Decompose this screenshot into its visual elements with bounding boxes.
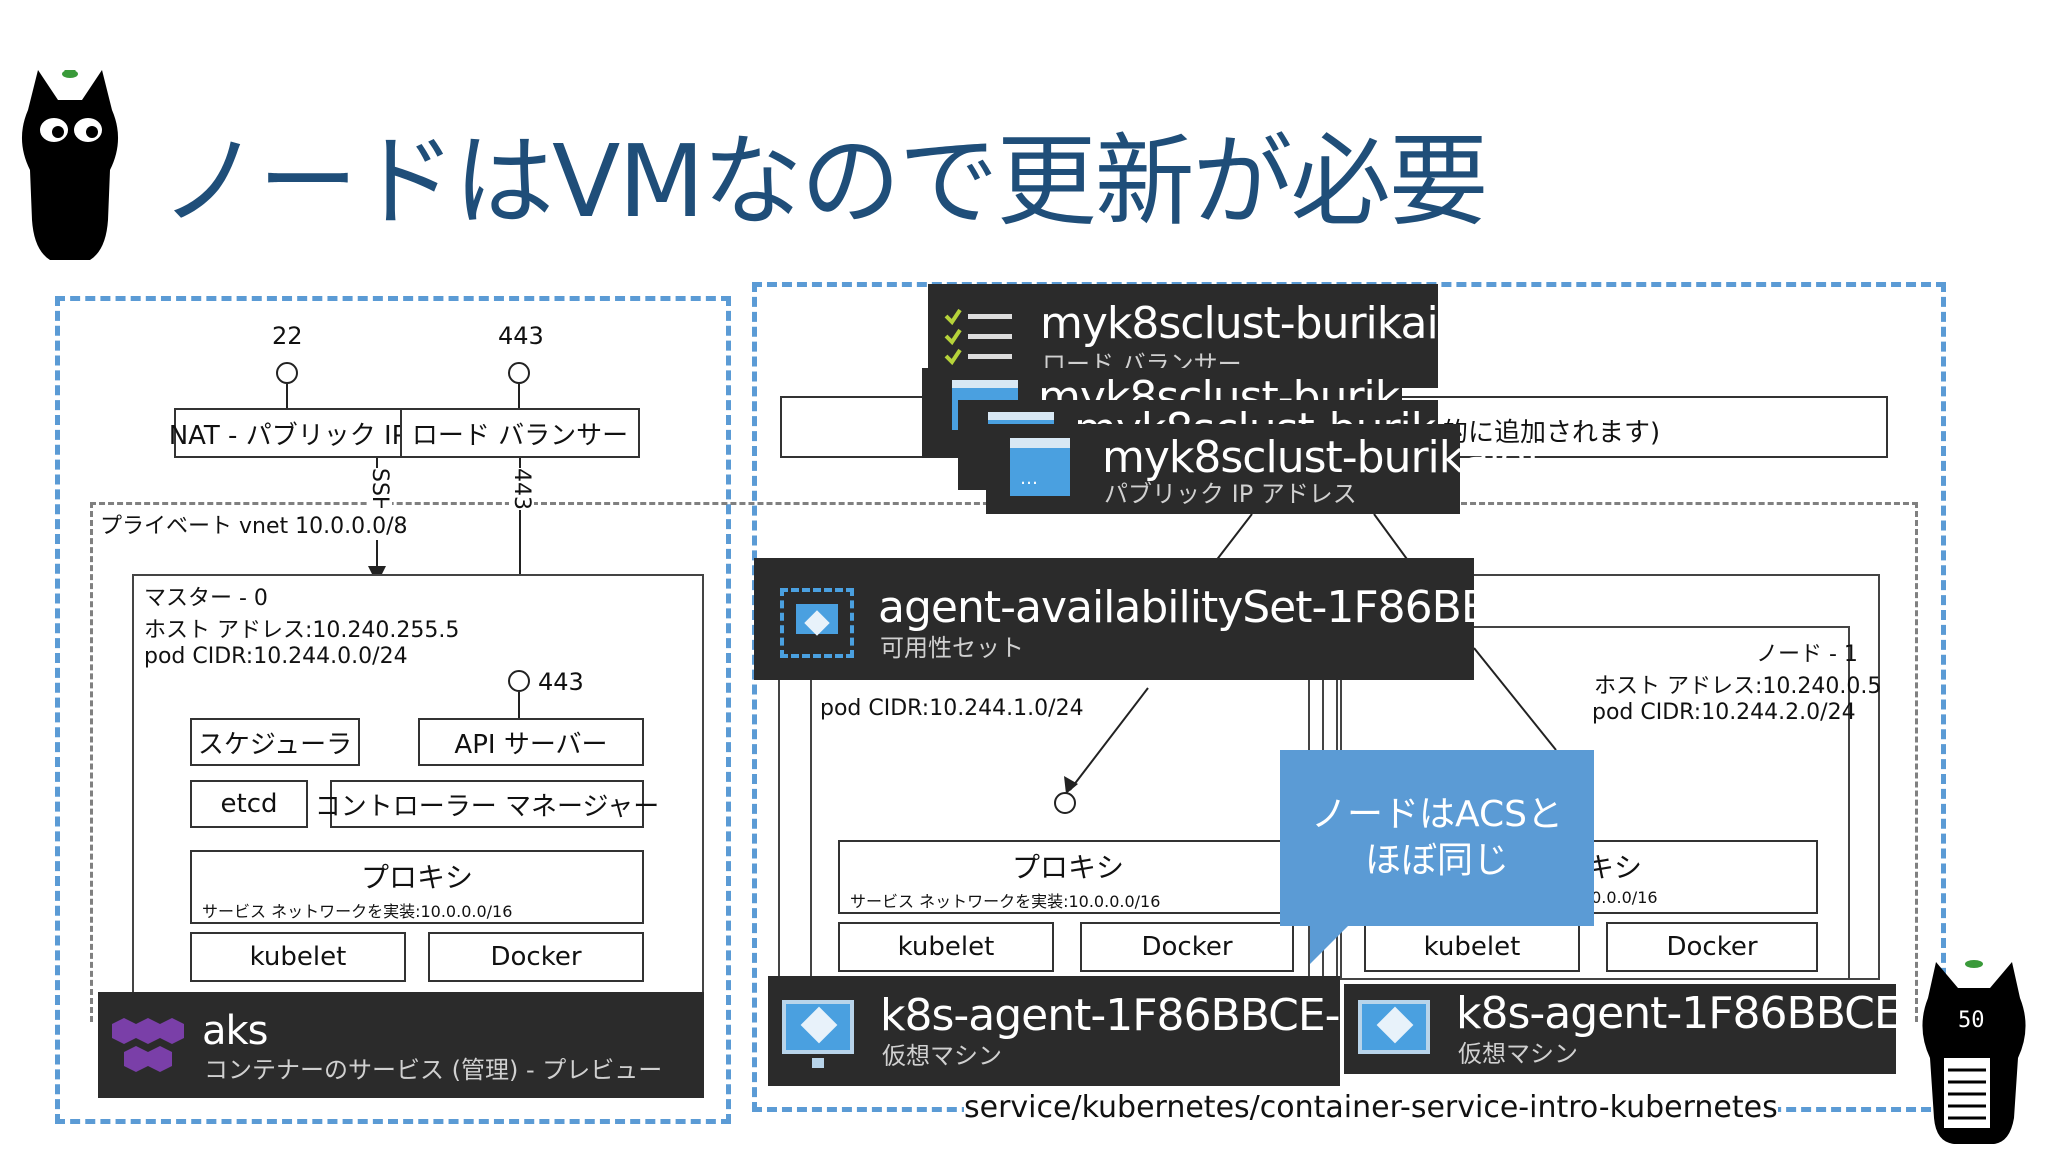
avset-to-node0-proxy — [1069, 687, 1149, 791]
node0-proxy-label: プロキシ — [1011, 851, 1124, 884]
port-22-stem — [286, 384, 288, 410]
overlay-agent-1: k8s-agent-1F86BBCE-1 仮想マシン — [1344, 984, 1944, 1074]
node0-proxy-sub: サービス ネットワークを実装:10.0.0.0/16 — [850, 892, 1161, 911]
cat-mascot-top — [10, 66, 130, 270]
node1-kubelet-box: kubelet — [1364, 922, 1580, 972]
overlay-pip-c-type: パブリック IP アドレス — [1104, 480, 1357, 508]
lb-to-avset-left — [1211, 513, 1253, 567]
port-443-stem — [518, 384, 520, 410]
overlay-public-ip-c: … myk8sclust-burikaigi- パブリック IP アドレス — [986, 424, 1554, 514]
page-number: 50 — [1958, 1008, 1985, 1033]
api-server-box: API サーバー — [418, 718, 644, 766]
overlay-avset-type: 可用性セット — [880, 634, 1024, 662]
scheduler-box: スケジューラ — [190, 718, 360, 766]
overlay-lb-name: myk8sclust-burikaigi- — [1040, 298, 1492, 349]
node1-pod-cidr: pod CIDR:10.244.2.0/24 — [1592, 700, 1856, 725]
port-443-label: 443 — [498, 322, 544, 350]
cat-mascot-bottom: 50 — [1914, 958, 2034, 1148]
master-pod-cidr: pod CIDR:10.244.0.0/24 — [144, 644, 408, 669]
master-name: マスター - 0 — [144, 586, 268, 611]
vm-icon-1 — [1358, 1000, 1430, 1054]
overlay-avset-name: agent-availabilitySet-1F86BBCE — [878, 582, 1547, 633]
lb-to-avset-right — [1373, 513, 1413, 567]
master-443-label: 443 — [538, 668, 584, 696]
master-proxy-label: プロキシ — [360, 861, 473, 894]
added-info-text: 的に追加されます) — [1442, 418, 1661, 448]
overlay-agent0-type: 仮想マシン — [882, 1042, 1002, 1070]
master-443-stem — [518, 692, 520, 720]
overlay-agent1-type: 仮想マシン — [1458, 1040, 1578, 1068]
node0-kubelet-box: kubelet — [838, 922, 1054, 972]
overlay-agent1-name: k8s-agent-1F86BBCE-1 — [1456, 988, 1944, 1039]
speech-callout: ノードはACSと ほぼ同じ — [1280, 750, 1594, 926]
port-22-circle — [276, 362, 298, 384]
footer-url-text: service/kubernetes/container-service-int… — [964, 1090, 1778, 1125]
https-arrow-line — [519, 458, 521, 648]
overlay-aks: aks コンテナーのサービス (管理) - プレビュー — [98, 992, 704, 1098]
callout-line-1: ノードはACSと — [1311, 794, 1563, 835]
avset-to-node1-proxy — [1473, 647, 1557, 751]
node1-proxy-sub: .0.0.0/16 — [1586, 888, 1658, 907]
callout-tail — [1310, 924, 1350, 964]
node0-docker-box: Docker — [1080, 922, 1294, 972]
port-443-circle — [508, 362, 530, 384]
master-docker-box: Docker — [428, 932, 644, 982]
overlay-aks-name: aks — [202, 1008, 269, 1054]
left-cluster-frame — [55, 296, 731, 1124]
node1-host-address: ホスト アドレス:10.240.0.5 — [1594, 674, 1882, 699]
checklist-icon — [944, 308, 1014, 374]
nat-public-ip-box: NAT - パブリック IP — [169, 408, 407, 458]
overlay-availability-set: agent-availabilitySet-1F86BBCE 可用性セット — [754, 558, 1547, 680]
master-proxy-box: プロキシ サービス ネットワークを実装:10.0.0.0/16 — [190, 850, 644, 924]
page-title: ノードはVMなので更新が必要 — [160, 123, 1489, 240]
node1-proxy-label: キシ — [1586, 851, 1643, 884]
etcd-box: etcd — [190, 780, 308, 828]
port-22-label: 22 — [272, 322, 303, 350]
avset-to-node0-arrowhead — [1064, 776, 1078, 794]
overlay-agent0-name: k8s-agent-1F86BBCE-0 — [880, 990, 1368, 1041]
node0-proxy-box: プロキシ サービス ネットワークを実装:10.0.0.0/16 — [838, 840, 1298, 914]
overlay-agent-0: k8s-agent-1F86BBCE-0 仮想マシン — [768, 976, 1368, 1086]
node0-pod-cidr: pod CIDR:10.244.1.0/24 — [820, 696, 1084, 721]
load-balancer-box: ロード バランサー — [400, 408, 640, 458]
availability-set-icon — [780, 588, 854, 658]
master-443-circle — [508, 670, 530, 692]
controller-manager-box: コントローラー マネージャー — [315, 780, 659, 828]
callout-line-2: ほぼ同じ — [1364, 840, 1509, 881]
vnet-label: プライベート vnet 10.0.0.0/8 — [100, 508, 408, 540]
master-host-address: ホスト アドレス:10.240.255.5 — [144, 618, 460, 643]
public-ip-icon: … — [1010, 438, 1070, 496]
vm-icon-0 — [782, 1000, 854, 1068]
master-proxy-sub: サービス ネットワークを実装:10.0.0.0/16 — [202, 902, 513, 921]
overlay-aks-type: コンテナーのサービス (管理) - プレビュー — [204, 1056, 663, 1084]
node1-name: ノード - 1 — [1756, 642, 1858, 667]
aks-cubes-icon — [112, 1018, 184, 1078]
node0-proxy-circle — [1054, 792, 1076, 814]
node1-docker-box: Docker — [1606, 922, 1818, 972]
overlay-pip-c-name: myk8sclust-burikaigi- — [1102, 432, 1554, 483]
master-kubelet-box: kubelet — [190, 932, 406, 982]
